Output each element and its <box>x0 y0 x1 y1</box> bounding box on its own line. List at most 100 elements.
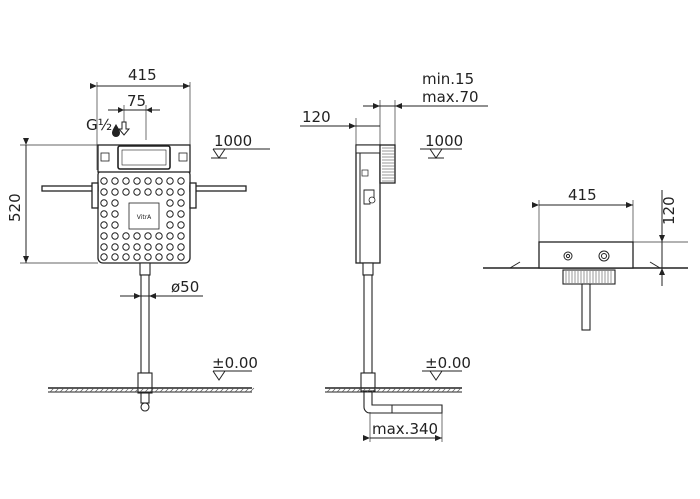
floor-hatch <box>426 387 432 393</box>
perforation-hole <box>100 232 108 240</box>
floor-hatch <box>214 387 220 393</box>
side-bracket <box>361 169 369 177</box>
max-length-label: max.340 <box>372 420 438 438</box>
top-rail-bend-left <box>509 261 521 269</box>
side-level-1000-symbol <box>428 148 444 159</box>
top-rail-bend-right <box>649 261 661 269</box>
flush-pipe-outlet <box>140 402 150 412</box>
flush-plate-inner <box>121 149 167 166</box>
perforation-hole <box>122 188 130 196</box>
perforation-hole <box>177 188 185 196</box>
floor-hatch <box>406 387 412 393</box>
floor-hatch <box>119 387 125 393</box>
perforation-hole <box>111 188 119 196</box>
floor-hatch <box>356 387 362 393</box>
water-drop-icon <box>112 124 120 137</box>
flush-pipe <box>140 274 150 374</box>
floor-hatch <box>371 387 377 393</box>
top-width-label: 415 <box>568 186 597 204</box>
mounting-rail-left <box>41 185 99 192</box>
bracket-left <box>100 152 110 162</box>
perforation-hole <box>111 199 119 207</box>
floor-hatch <box>64 387 70 393</box>
top-inlet-right-inner <box>601 253 607 259</box>
perforation-hole <box>177 199 185 207</box>
floor-hatch <box>169 387 175 393</box>
floor-hatch <box>144 387 150 393</box>
perforation-hole <box>166 243 174 251</box>
max-recess-label: max.70 <box>422 88 479 106</box>
flush-pipe-end <box>140 392 150 404</box>
floor-hatch <box>124 387 130 393</box>
perforation-hole <box>100 210 108 218</box>
top-view: 415 120 <box>483 186 688 331</box>
front-level-1000-label: 1000 <box>214 132 252 150</box>
floor-hatch <box>326 387 332 393</box>
floor-hatch <box>456 387 462 393</box>
perforation-hole <box>155 243 163 251</box>
floor-hatch <box>336 387 342 393</box>
floor-hatch <box>134 387 140 393</box>
floor-hatch <box>366 387 372 393</box>
front-level-1000-symbol <box>211 148 227 159</box>
floor-hatch <box>154 387 160 393</box>
floor-hatch <box>381 387 387 393</box>
perforation-hole <box>177 177 185 185</box>
perforation-hole <box>177 253 185 261</box>
floor-hatch <box>451 387 457 393</box>
floor-hatch <box>239 387 245 393</box>
floor-hatch <box>361 387 367 393</box>
front-view: 415 75 G½ 520 VitrA <box>6 66 270 412</box>
logo-plate <box>128 202 160 230</box>
perforation-hole <box>144 232 152 240</box>
floor-hatch <box>109 387 115 393</box>
floor-hatch <box>54 387 60 393</box>
perforation-hole <box>133 232 141 240</box>
perforation-hole <box>166 253 174 261</box>
perforation-hole <box>166 177 174 185</box>
floor-hatch <box>179 387 185 393</box>
floor-hatch <box>249 387 255 393</box>
floor-hatch <box>164 387 170 393</box>
perforation-hole <box>100 199 108 207</box>
side-frame-extension <box>379 144 396 184</box>
perforation-hole <box>155 232 163 240</box>
floor-hatch <box>184 387 190 393</box>
floor-hatch <box>234 387 240 393</box>
floor-hatch <box>59 387 65 393</box>
inlet-offset-label: 75 <box>127 92 146 110</box>
perforation-hole <box>100 177 108 185</box>
perforation-hole <box>133 243 141 251</box>
bracket-right <box>178 152 188 162</box>
perforation-hole <box>133 177 141 185</box>
floor-hatch <box>441 387 447 393</box>
side-valve-knob <box>368 196 376 204</box>
perforation-hole <box>155 188 163 196</box>
perforation-hole <box>100 188 108 196</box>
floor-hatch <box>229 387 235 393</box>
perforation-hole <box>100 221 108 229</box>
perforation-hole <box>144 253 152 261</box>
side-depth-arrow <box>349 123 356 129</box>
floor-hatch <box>431 387 437 393</box>
floor-hatch <box>139 387 145 393</box>
floor-hatch <box>411 387 417 393</box>
floor-hatch <box>219 387 225 393</box>
perforation-hole <box>144 188 152 196</box>
top-cistern-body <box>538 241 634 269</box>
pipe-diameter-label: ø50 <box>171 278 199 296</box>
perforation-hole <box>111 221 119 229</box>
floor-hatch <box>149 387 155 393</box>
floor-hatch <box>79 387 85 393</box>
floor-hatch <box>446 387 452 393</box>
floor-hatch <box>224 387 230 393</box>
floor-hatch <box>194 387 200 393</box>
top-flush-pipe <box>581 283 591 331</box>
perforation-hole <box>166 188 174 196</box>
floor-hatch <box>189 387 195 393</box>
floor-hatch <box>386 387 392 393</box>
perforation-hole <box>111 243 119 251</box>
front-floor-level-label: ±0.00 <box>212 354 258 372</box>
floor-hatch <box>104 387 110 393</box>
